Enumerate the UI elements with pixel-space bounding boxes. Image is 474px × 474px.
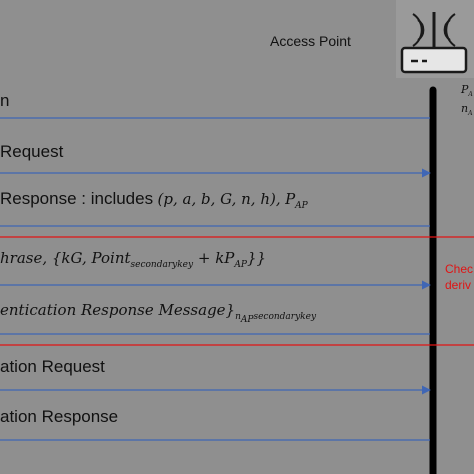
- router-icon: [396, 0, 474, 78]
- message-label-request: Request: [0, 142, 64, 161]
- access-point-params: PA nA: [461, 83, 473, 118]
- message-label-response: Response : includes (p, a, b, G, n, h), …: [0, 189, 308, 211]
- access-point-label: Access Point: [270, 33, 351, 49]
- message-label-0: n: [0, 91, 10, 110]
- message-label-association-response: ation Response: [0, 407, 119, 426]
- message-label-association-request: ation Request: [0, 357, 105, 376]
- check-annotation: Chec deriv: [445, 262, 474, 292]
- message-label-key-exchange: hrase, {kG, Pointsecondarykey + kPAP}}: [0, 249, 267, 270]
- message-label-auth-response: entication Response Message}nAPsecondary…: [0, 301, 317, 325]
